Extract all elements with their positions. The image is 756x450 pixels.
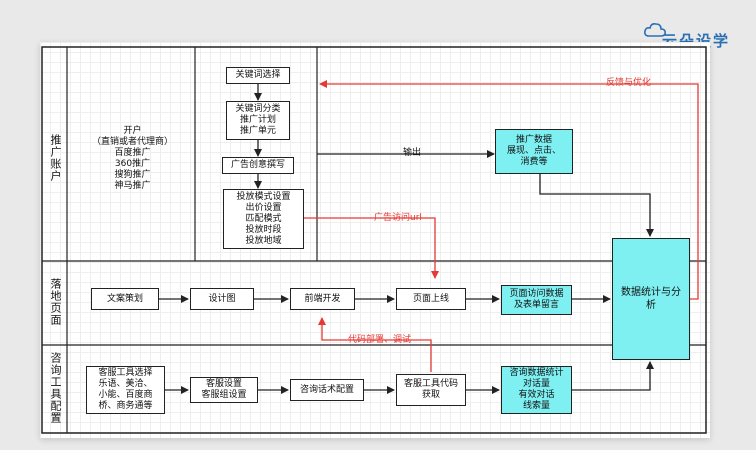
support-setup-box: 客服设置 客服组设置 [190,377,258,403]
ad-creative-box: 广告创意撰写 [222,157,294,174]
keyword-select-box: 关键词选择 [226,67,290,84]
feedback-label: 反馈与优化 [606,78,652,88]
arrow-data-to-analysis [539,174,654,237]
consult-script-box: 咨询话术配置 [290,379,364,401]
arrow-stats-to-analysis [572,361,654,391]
lane-title-consult: 咨询工具配置 [49,352,62,424]
frontend-dev-box: 前端开发 [290,288,355,310]
data-analysis-box: 数据统计与分 析 [612,238,690,360]
copywriting-box: 文案策划 [91,288,159,310]
lanes-frame [41,46,707,434]
diagram-canvas: 推广账户 落地页面 咨询工具配置 开户 （直销或者代理商） 百度推广 360推广… [40,42,710,438]
consult-stats-box: 咨询数据统计 对话量 有效对话 线索量 [501,366,572,414]
connector-layer [41,46,707,434]
lane-title-account: 推广账户 [49,134,62,182]
page-visit-data-box: 页面访问数据 及表单留言 [501,285,572,315]
design-box: 设计图 [190,288,254,310]
page-launch-box: 页面上线 [396,288,466,310]
keyword-group-box: 关键词分类 推广计划 推广单元 [226,101,290,140]
delivery-settings-box: 投放模式设置 出价设置 匹配模式 投放时段 投放地域 [223,189,304,249]
arrow-feedback [319,80,699,300]
output-label: 输出 [403,148,422,158]
lane-title-landing: 落地页面 [49,278,62,326]
support-code-box: 客服工具代码 获取 [396,374,466,406]
arrow-ad-url [304,217,439,279]
code-deploy-label: 代码部署、调试 [348,335,412,345]
ad-url-label: 广告访问url [374,213,422,223]
promo-data-box: 推广数据 展现、点击、 消费等 [495,129,573,174]
cloud-icon [644,23,666,37]
support-tool-select-box: 客服工具选择 乐语、美洽、 小能、百度商 桥、商务通等 [86,366,165,414]
arrow-code-deploy [318,317,432,372]
account-open-text: 开户 （直销或者代理商） 百度推广 360推广 搜狗推广 神马推广 [91,126,173,191]
